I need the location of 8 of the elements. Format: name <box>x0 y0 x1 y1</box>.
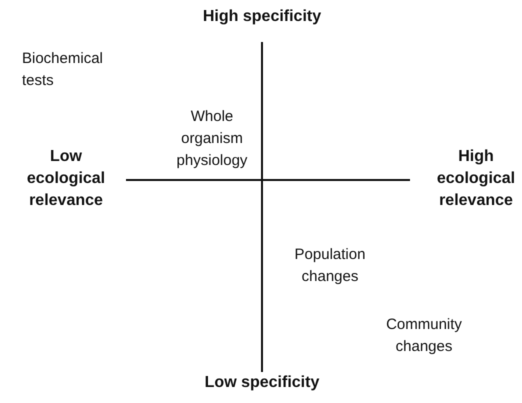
quadrant-text: Biochemical tests <box>22 49 104 91</box>
quadrant-text: Community changes <box>385 315 463 357</box>
quadrant-text: Population changes <box>294 245 366 287</box>
axis-label: Low specificity <box>204 373 320 393</box>
quadrant-text: Whole organism physiology <box>176 107 248 171</box>
axis-label: High specificity <box>202 7 322 27</box>
axis-label: High ecological relevance <box>436 147 516 211</box>
axis-label: Low ecological relevance <box>26 147 106 211</box>
